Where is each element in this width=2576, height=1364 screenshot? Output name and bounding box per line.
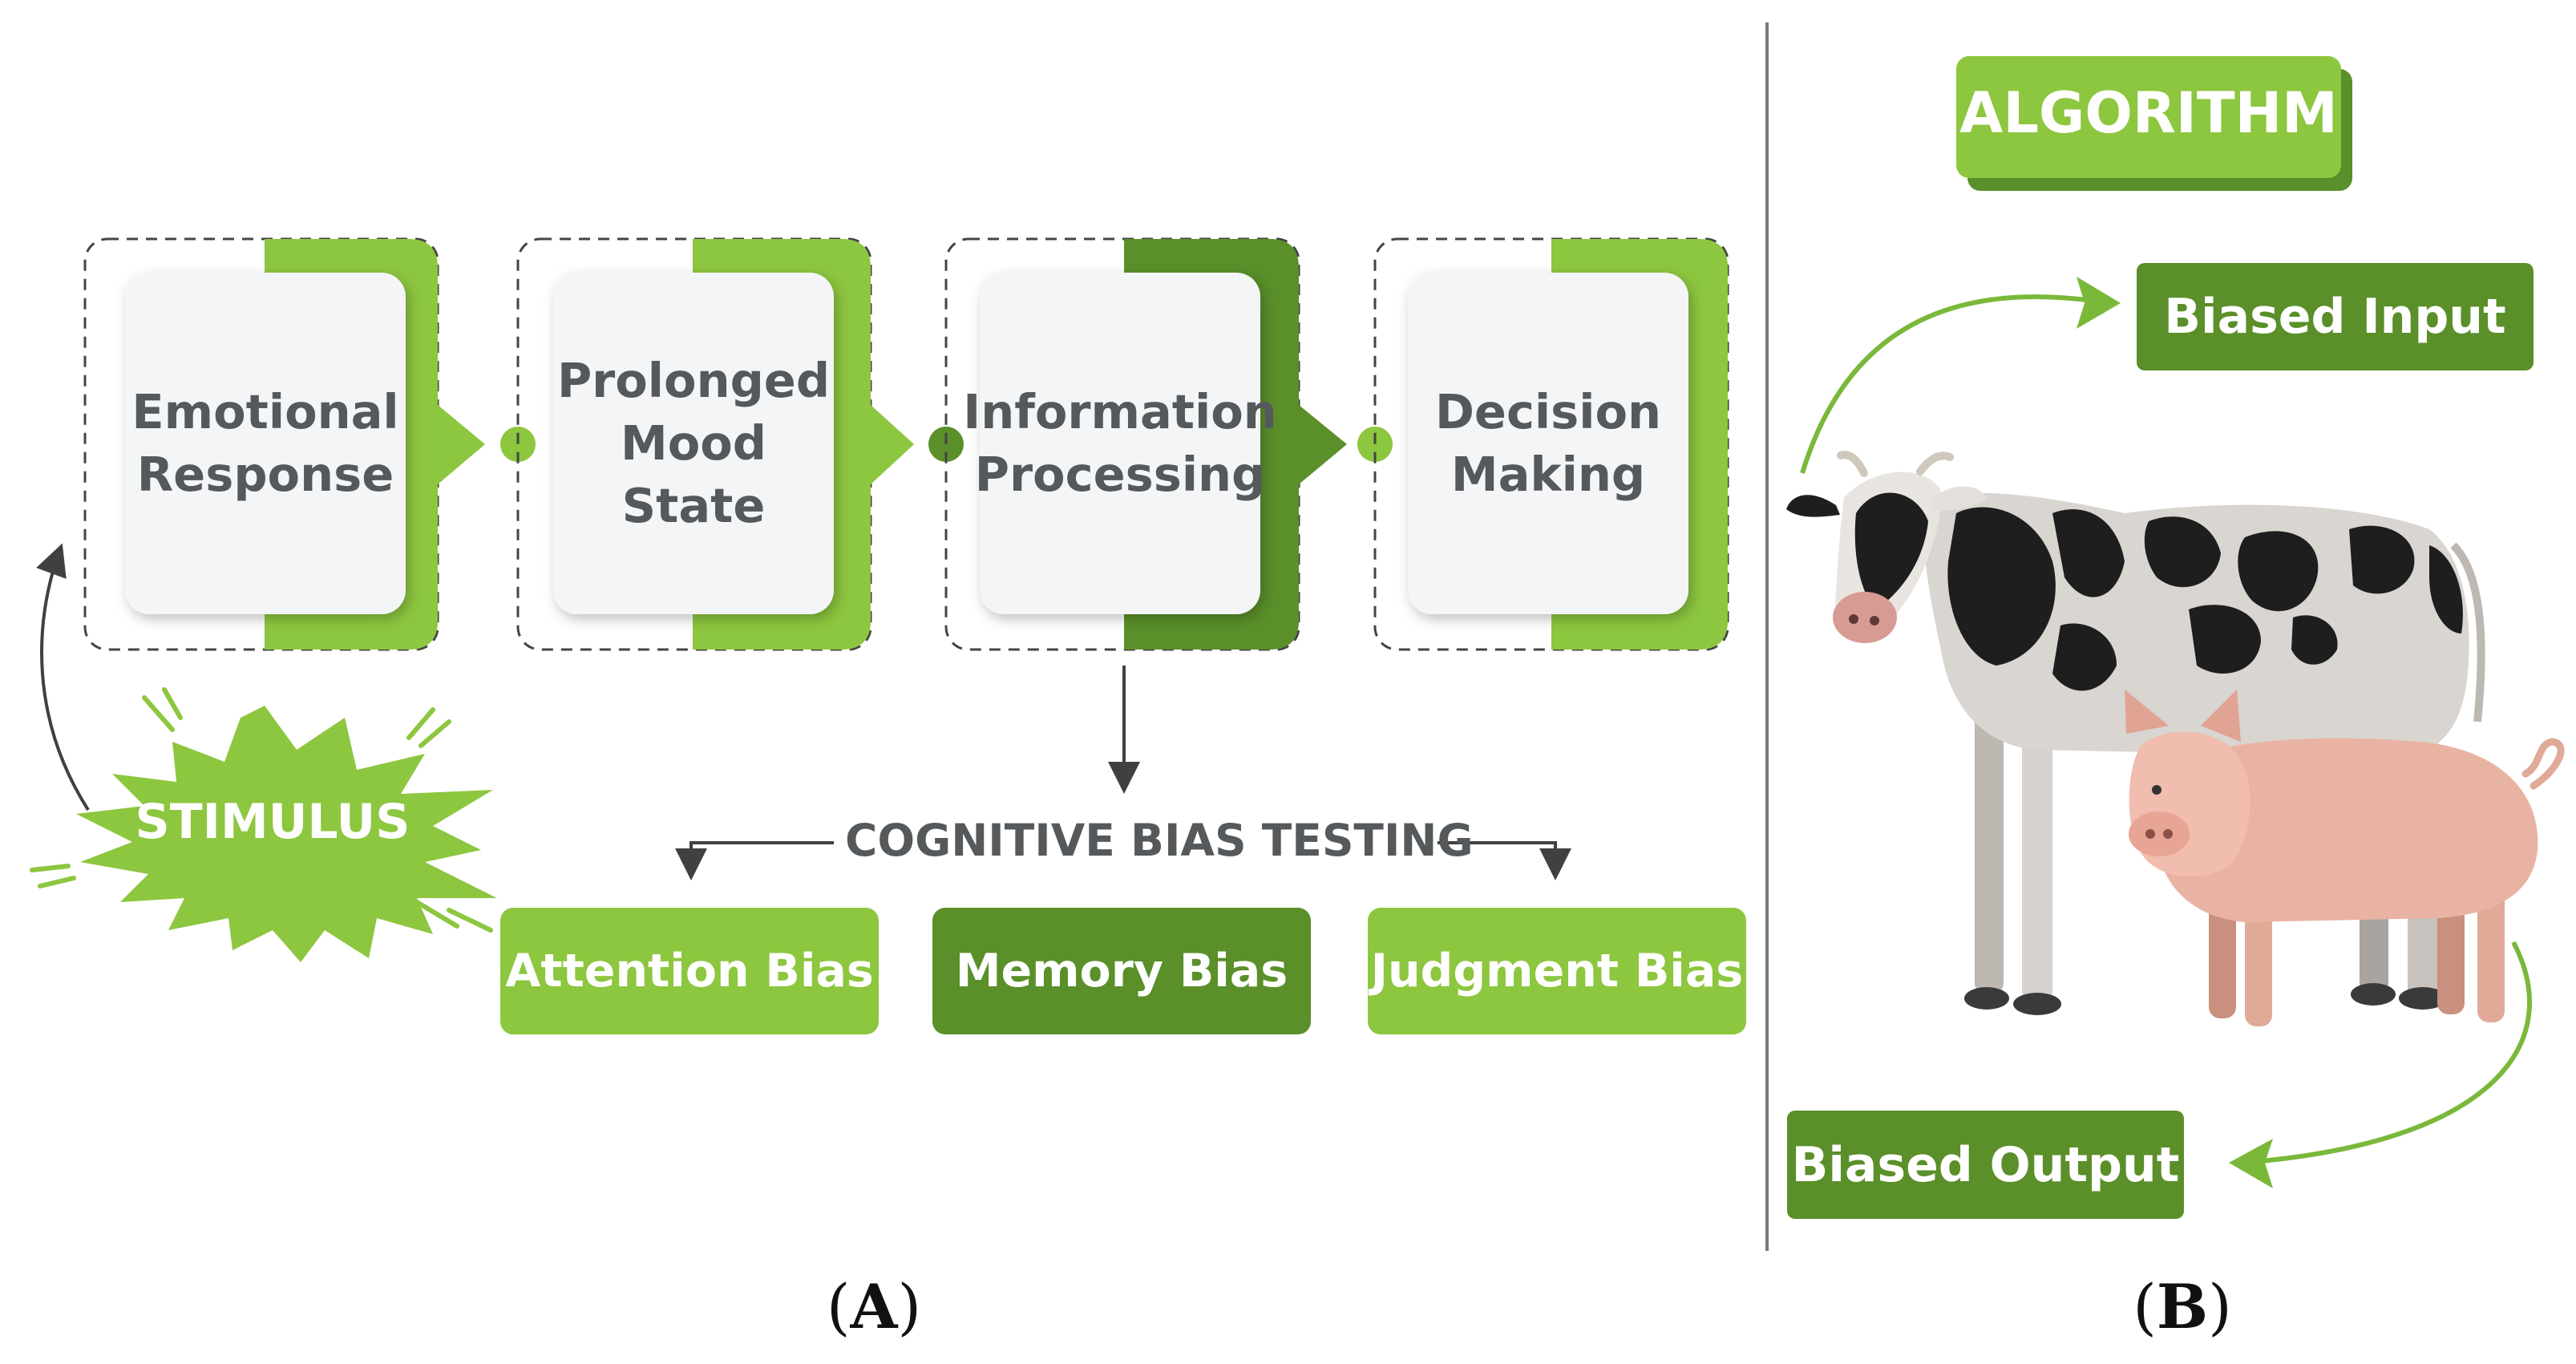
stage-card-1-graphic <box>83 237 485 651</box>
cow-illustration <box>1786 451 2485 1015</box>
stage-label-information-processing: Information Processing <box>963 384 1277 502</box>
panel-a-caption: (A) <box>826 1271 922 1342</box>
pig-illustration <box>2125 690 2565 1026</box>
memory-bias-label: Memory Bias <box>955 945 1288 998</box>
judgment-bias-label: Judgment Bias <box>1370 945 1744 998</box>
panel-b-caption: (B) <box>2133 1271 2232 1342</box>
attention-bias-box <box>500 908 879 1034</box>
stimulus-arrow <box>36 543 90 812</box>
biased-output-label: Biased Output <box>1791 1136 2180 1193</box>
algorithm-label: ALGORITHM <box>1959 80 2338 146</box>
connector-dot-1 <box>500 427 536 462</box>
input-curve-arrow <box>1800 277 2121 474</box>
stimulus-burst <box>30 687 497 962</box>
stage-card-2-graphic <box>516 237 914 651</box>
stimulus-label: STIMULUS <box>135 794 410 850</box>
memory-bias-box <box>932 908 1311 1034</box>
biased-input-box <box>2137 263 2534 370</box>
judgment-bias-box <box>1368 908 1746 1034</box>
stage-label-prolonged-mood-state: Prolonged Mood State <box>556 353 831 533</box>
algorithm-box <box>1956 56 2352 191</box>
biased-output-box <box>1787 1111 2184 1219</box>
panel-b-letter: B <box>2156 1271 2209 1342</box>
output-curve-arrow <box>2229 941 2533 1188</box>
testing-branch-lines <box>675 841 1571 880</box>
stage-card-4-graphic <box>1373 237 1729 651</box>
connector-dot-3 <box>1357 427 1393 462</box>
panel-a-letter: A <box>850 1271 898 1342</box>
attention-bias-label: Attention Bias <box>505 945 874 998</box>
stage-label-emotional-response: Emotional Response <box>131 384 399 502</box>
stage-card-3-graphic <box>944 237 1347 651</box>
stage-label-decision-making: Decision Making <box>1434 384 1662 502</box>
biased-input-label: Biased Input <box>2164 289 2506 345</box>
connector-dot-2 <box>928 427 964 462</box>
cognitive-bias-testing-label: COGNITIVE BIAS TESTING <box>834 815 1474 866</box>
